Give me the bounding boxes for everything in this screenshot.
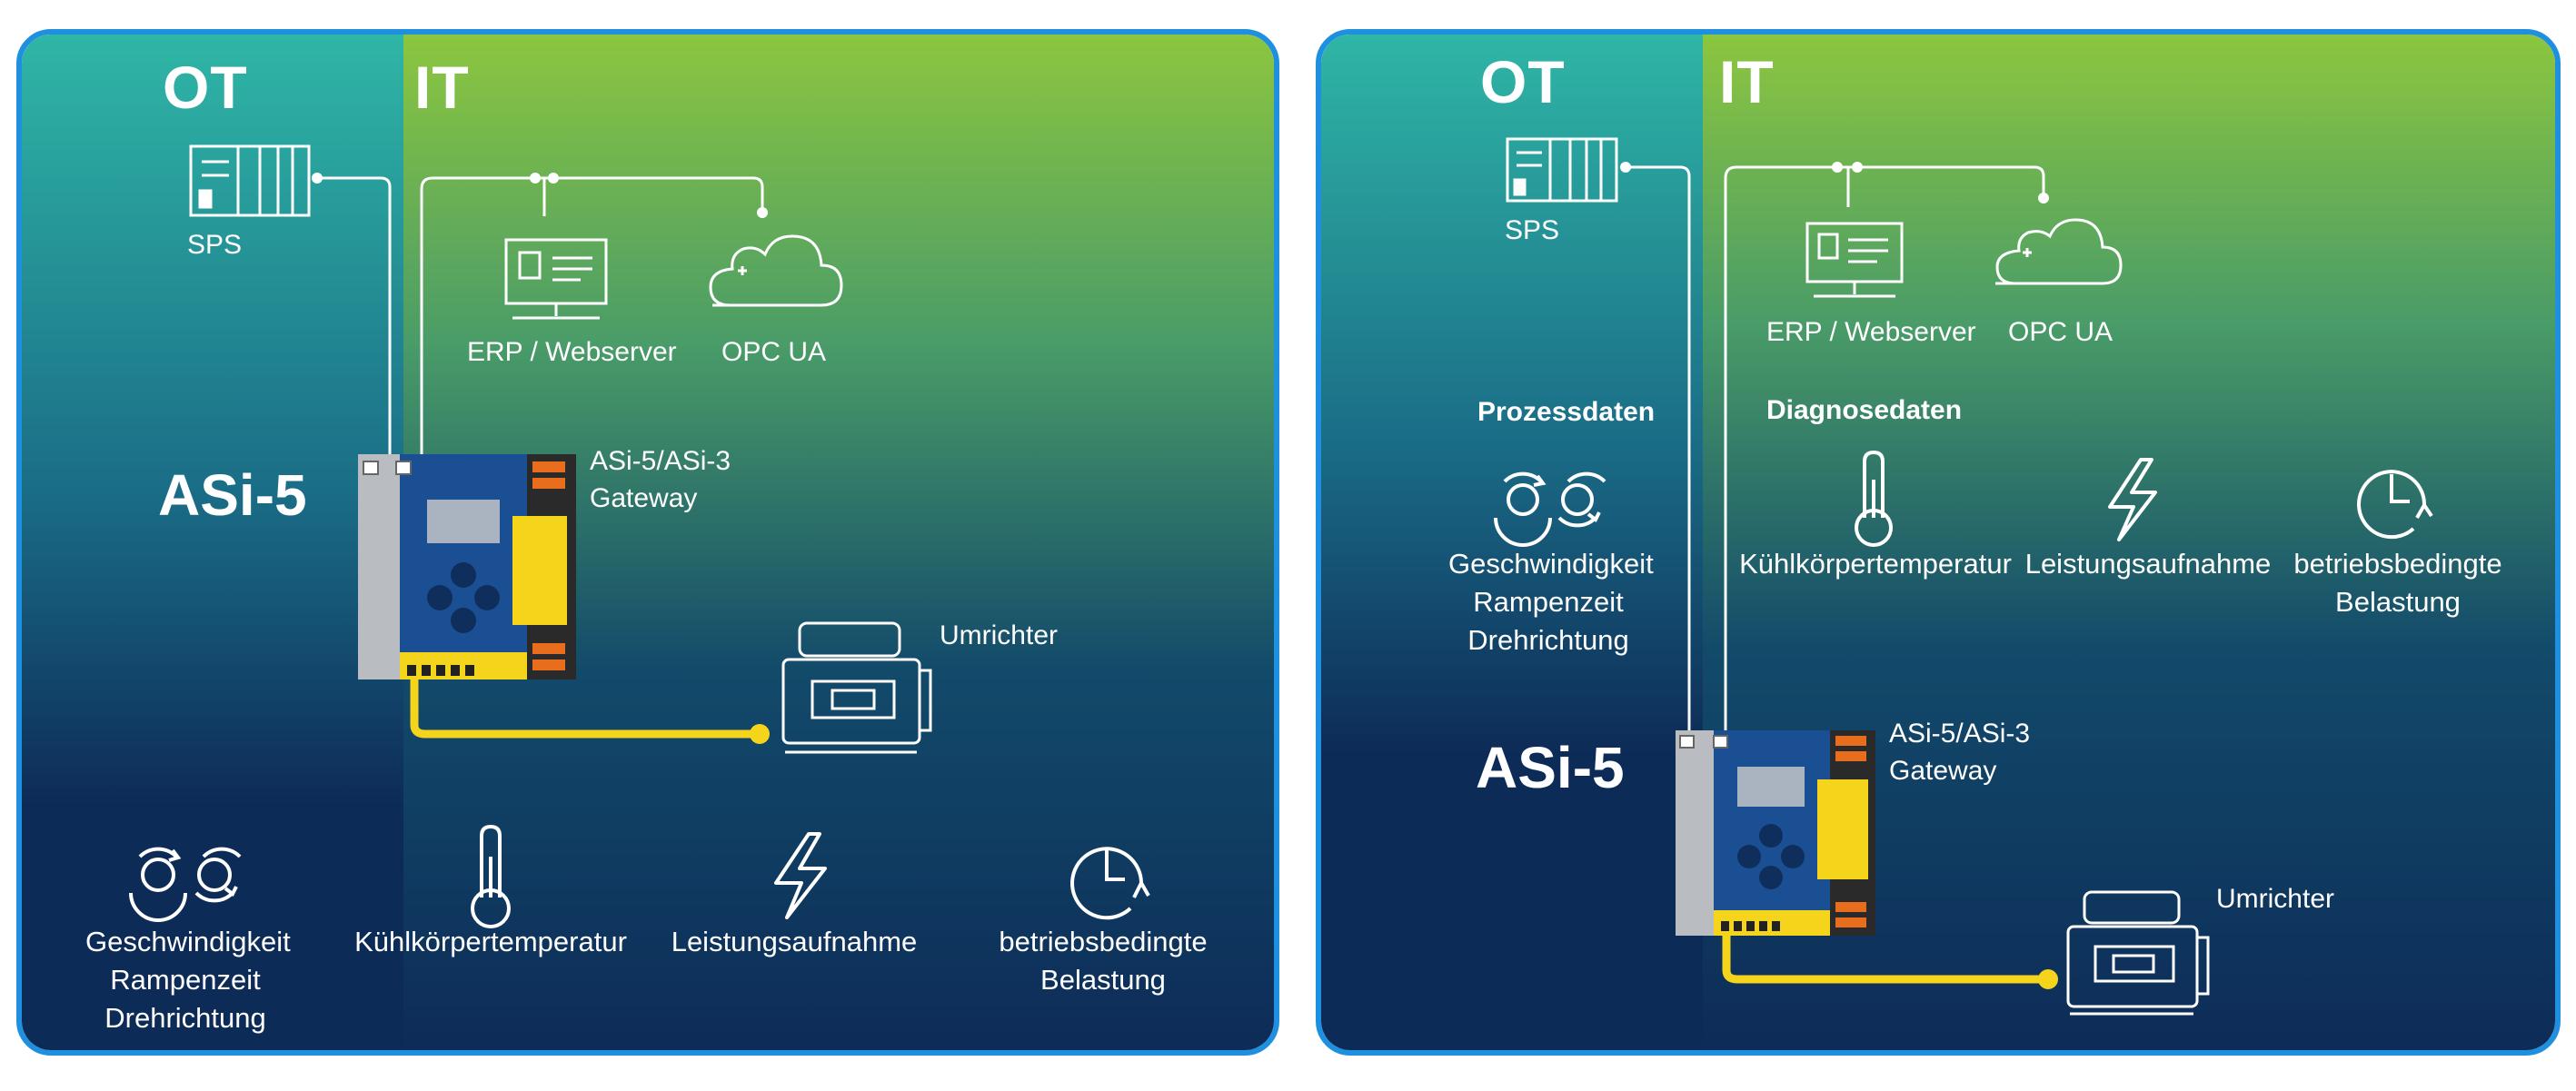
asi-cable: [410, 678, 760, 739]
asi5-title: ASi-5: [158, 462, 307, 528]
gateway-label-line2: Gateway: [1889, 755, 1997, 786]
feature-power-label: Leistungsaufnahme: [658, 923, 930, 961]
gateway-device: [358, 454, 576, 679]
feature-load-line1: betriebsbedingte: [999, 926, 1208, 957]
gateway-device: [1676, 730, 1875, 936]
gateway-label: ASi-5/ASi-3 Gateway: [590, 443, 731, 517]
sps-icon: [189, 144, 311, 217]
feature-rotation-line3: Drehrichtung: [104, 1001, 266, 1034]
feature-temperature-line1: Kühlkörpertemperatur: [354, 926, 627, 957]
ot-label: OT: [163, 54, 248, 121]
gateway-label-line2: Gateway: [590, 482, 698, 513]
gateway-label: ASi-5/ASi-3 Gateway: [1889, 716, 2030, 789]
ot-zone: [22, 35, 403, 1050]
cloud-icon: [709, 234, 843, 307]
thermometer-icon: [1855, 450, 1893, 547]
feature-load-line2: Belastung: [1040, 963, 1166, 996]
feature-temperature-label: Kühlkörpertemperatur: [345, 923, 636, 961]
feature-temperature-line1: Kühlkörpertemperatur: [1739, 548, 2012, 580]
motor-icon: [781, 621, 932, 754]
rotation-icon: [129, 847, 242, 922]
computer-icon: [1805, 222, 1904, 298]
sps-icon: [1506, 137, 1618, 203]
feature-rotation-line3: Drehrichtung: [1467, 623, 1629, 656]
ot-label: OT: [1480, 48, 1566, 115]
asi5-title: ASi-5: [1476, 735, 1625, 800]
feature-load-label: betriebsbedingte Belastung: [2280, 545, 2516, 621]
connection-lines: [317, 176, 764, 461]
connection-dots: [1620, 162, 2049, 203]
feature-rotation-label: Geschwindigkeit Rampenzeit Drehrichtung: [1448, 545, 1654, 660]
lightning-icon: [774, 832, 827, 919]
opc-label: OPC UA: [721, 337, 827, 367]
diagram-panel-right: OT IT SPS ERP / Webserver OPC UA Prozess…: [1316, 29, 2561, 1056]
diagram-panel-left: OT IT SPS ERP / Webserver OPC UA ASi-5 A…: [16, 29, 1279, 1056]
clock-icon: [1070, 847, 1150, 920]
clock-icon: [2357, 470, 2433, 540]
asi-cable: [1722, 934, 2048, 984]
feature-power-line1: Leistungsaufnahme: [671, 926, 918, 957]
feature-load-line1: betriebsbedingte: [2293, 548, 2502, 580]
sps-label: SPS: [1505, 215, 1560, 245]
sps-label: SPS: [187, 230, 243, 260]
lightning-icon: [2108, 458, 2157, 541]
diagram-left-graphics: [22, 35, 1274, 1050]
it-label: IT: [1719, 48, 1775, 115]
gateway-label-line1: ASi-5/ASi-3: [590, 446, 731, 476]
feature-rotation-line1: Geschwindigkeit: [85, 926, 291, 957]
umrichter-label: Umrichter: [940, 620, 1059, 650]
feature-load-line2: Belastung: [2335, 585, 2461, 618]
computer-icon: [504, 238, 608, 320]
feature-power-line1: Leistungsaufnahme: [2024, 548, 2272, 580]
opc-label: OPC UA: [2008, 317, 2114, 347]
erp-label: ERP / Webserver: [467, 337, 677, 367]
prozessdaten-label: Prozessdaten: [1477, 397, 1656, 427]
cable-end: [750, 724, 770, 744]
connection-lines: [1626, 165, 2045, 738]
gateway-label-line1: ASi-5/ASi-3: [1889, 719, 2031, 749]
feature-load-label: betriebsbedingte Belastung: [976, 923, 1230, 999]
thermometer-icon: [471, 824, 511, 928]
feature-power-label: Leistungsaufnahme: [2012, 545, 2284, 583]
feature-rotation-label: Geschwindigkeit Rampenzeit Drehrichtung: [85, 923, 291, 1037]
motor-icon: [2066, 890, 2210, 1016]
erp-label: ERP / Webserver: [1766, 317, 1976, 347]
it-label: IT: [414, 54, 470, 121]
cable-end: [2038, 969, 2058, 989]
feature-rotation-line2: Rampenzeit: [110, 963, 261, 996]
cloud-icon: [1995, 218, 2123, 285]
feature-temperature-label: Kühlkörpertemperatur: [1730, 545, 2021, 583]
diagnosedaten-label: Diagnosedaten: [1766, 395, 1963, 425]
connection-dots: [312, 173, 768, 218]
diagram-right-graphics: [1321, 35, 2555, 1050]
rotation-icon: [1494, 471, 1606, 547]
feature-rotation-line2: Rampenzeit: [1473, 585, 1624, 618]
feature-rotation-line1: Geschwindigkeit: [1448, 548, 1654, 580]
umrichter-label: Umrichter: [2216, 884, 2335, 914]
